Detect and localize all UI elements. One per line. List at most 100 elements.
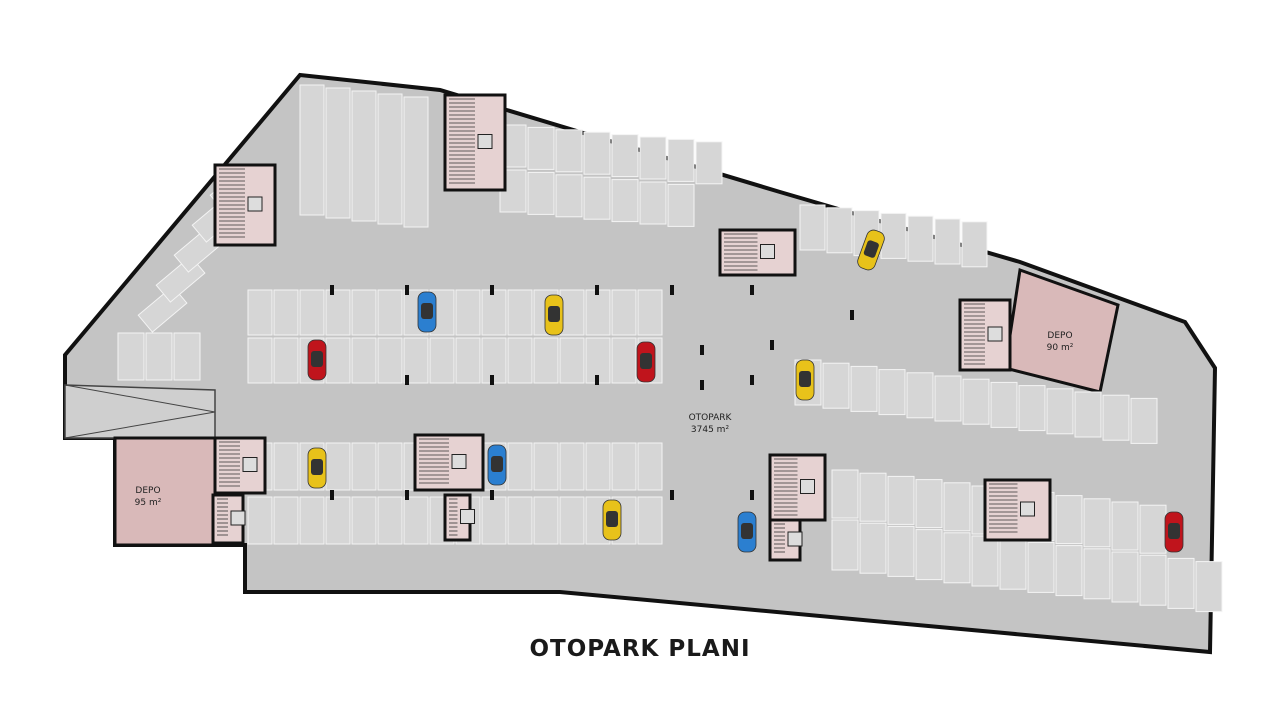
parking-stall — [637, 496, 663, 545]
car-roof — [421, 303, 433, 319]
parking-stall — [826, 207, 853, 254]
parking-stall — [325, 442, 351, 491]
parking-stall — [481, 289, 507, 336]
parking-stall — [377, 496, 403, 545]
parking-stall — [1167, 557, 1195, 609]
parking-stall — [1130, 397, 1158, 444]
parking-stall — [906, 372, 934, 419]
depo-95-label: DEPO 95 m² — [118, 485, 178, 509]
parking-stall — [325, 496, 351, 545]
elevator-icon — [242, 457, 258, 472]
column — [700, 345, 704, 355]
column — [405, 375, 409, 385]
depo-name: DEPO — [1047, 331, 1073, 341]
depo-name: DEPO — [135, 486, 161, 496]
parking-stall — [273, 337, 299, 384]
parking-stall — [585, 337, 611, 384]
parking-stall — [403, 496, 429, 545]
parking-stall — [559, 496, 585, 545]
parking-stall — [507, 496, 533, 545]
car-red — [1164, 511, 1184, 553]
parking-stall — [351, 289, 377, 336]
car-roof — [311, 459, 323, 475]
parking-stall — [585, 442, 611, 491]
car-yellow — [602, 499, 622, 541]
parking-stall — [887, 475, 915, 525]
parking-stall — [455, 337, 481, 384]
parking-stall — [533, 337, 559, 384]
parking-stall — [273, 496, 299, 545]
parking-stall — [585, 289, 611, 336]
stair-core — [983, 478, 1052, 542]
parking-stall — [351, 90, 377, 222]
parking-stall — [559, 337, 585, 384]
column — [750, 490, 754, 500]
column — [405, 285, 409, 295]
storage-room-depo-95 — [113, 436, 217, 547]
parking-stall — [1083, 498, 1111, 548]
parking-stall — [455, 289, 481, 336]
parking-stall — [962, 378, 990, 425]
parking-stall — [971, 535, 999, 587]
car-roof — [491, 456, 503, 472]
column — [330, 285, 334, 295]
parking-stall — [1195, 561, 1223, 613]
stair-elevator-cores — [211, 93, 1052, 562]
car-red — [307, 339, 327, 381]
parking-stall — [880, 212, 907, 259]
parking-stall — [943, 482, 971, 532]
depo-90-label: DEPO 90 m² — [1030, 330, 1090, 354]
elevator-icon — [460, 509, 475, 524]
parking-stall — [799, 204, 826, 251]
parking-stall — [859, 522, 887, 574]
parking-stall — [117, 332, 145, 381]
parking-stall — [999, 538, 1027, 590]
parking-stall — [325, 289, 351, 336]
car-roof — [1168, 523, 1180, 539]
parking-stall — [611, 337, 637, 384]
column — [750, 375, 754, 385]
car-roof — [799, 371, 811, 387]
stair-core — [768, 453, 827, 522]
parking-stall — [1111, 551, 1139, 603]
parking-stall — [351, 337, 377, 384]
elevator-icon — [1020, 501, 1035, 517]
parking-stall — [583, 176, 611, 220]
elevator-icon — [247, 196, 263, 212]
parking-stall — [1055, 545, 1083, 597]
parking-stall — [887, 525, 915, 577]
cars — [307, 229, 1184, 553]
depo-area: 95 m² — [134, 498, 162, 508]
parking-stall — [377, 289, 403, 336]
parking-stall — [481, 496, 507, 545]
parking-stall — [507, 337, 533, 384]
parking-stall — [173, 332, 201, 381]
parking-stall — [583, 131, 611, 175]
parking-stall — [555, 129, 583, 173]
plan-title: OTOPARK PLANI — [529, 636, 751, 662]
car-yellow — [795, 359, 815, 401]
parking-stall — [507, 442, 533, 491]
car-yellow — [544, 294, 564, 336]
parking-stall — [1046, 388, 1074, 435]
car-blue — [737, 511, 757, 553]
parking-stall — [915, 529, 943, 581]
parking-stall — [1055, 495, 1083, 545]
parking-stall — [637, 289, 663, 336]
stair-core — [413, 433, 485, 492]
parking-stall — [555, 174, 583, 218]
parking-stall — [559, 289, 585, 336]
parking-stall — [878, 369, 906, 416]
column — [750, 285, 754, 295]
parking-stall — [695, 141, 723, 185]
column — [490, 285, 494, 295]
car-red — [636, 341, 656, 383]
parking-stall — [611, 134, 639, 178]
parking-stall — [639, 181, 667, 225]
parking-stall — [351, 496, 377, 545]
elevator-icon — [760, 244, 775, 259]
parking-stall — [831, 469, 859, 519]
parking-stall — [299, 84, 325, 216]
column — [670, 490, 674, 500]
